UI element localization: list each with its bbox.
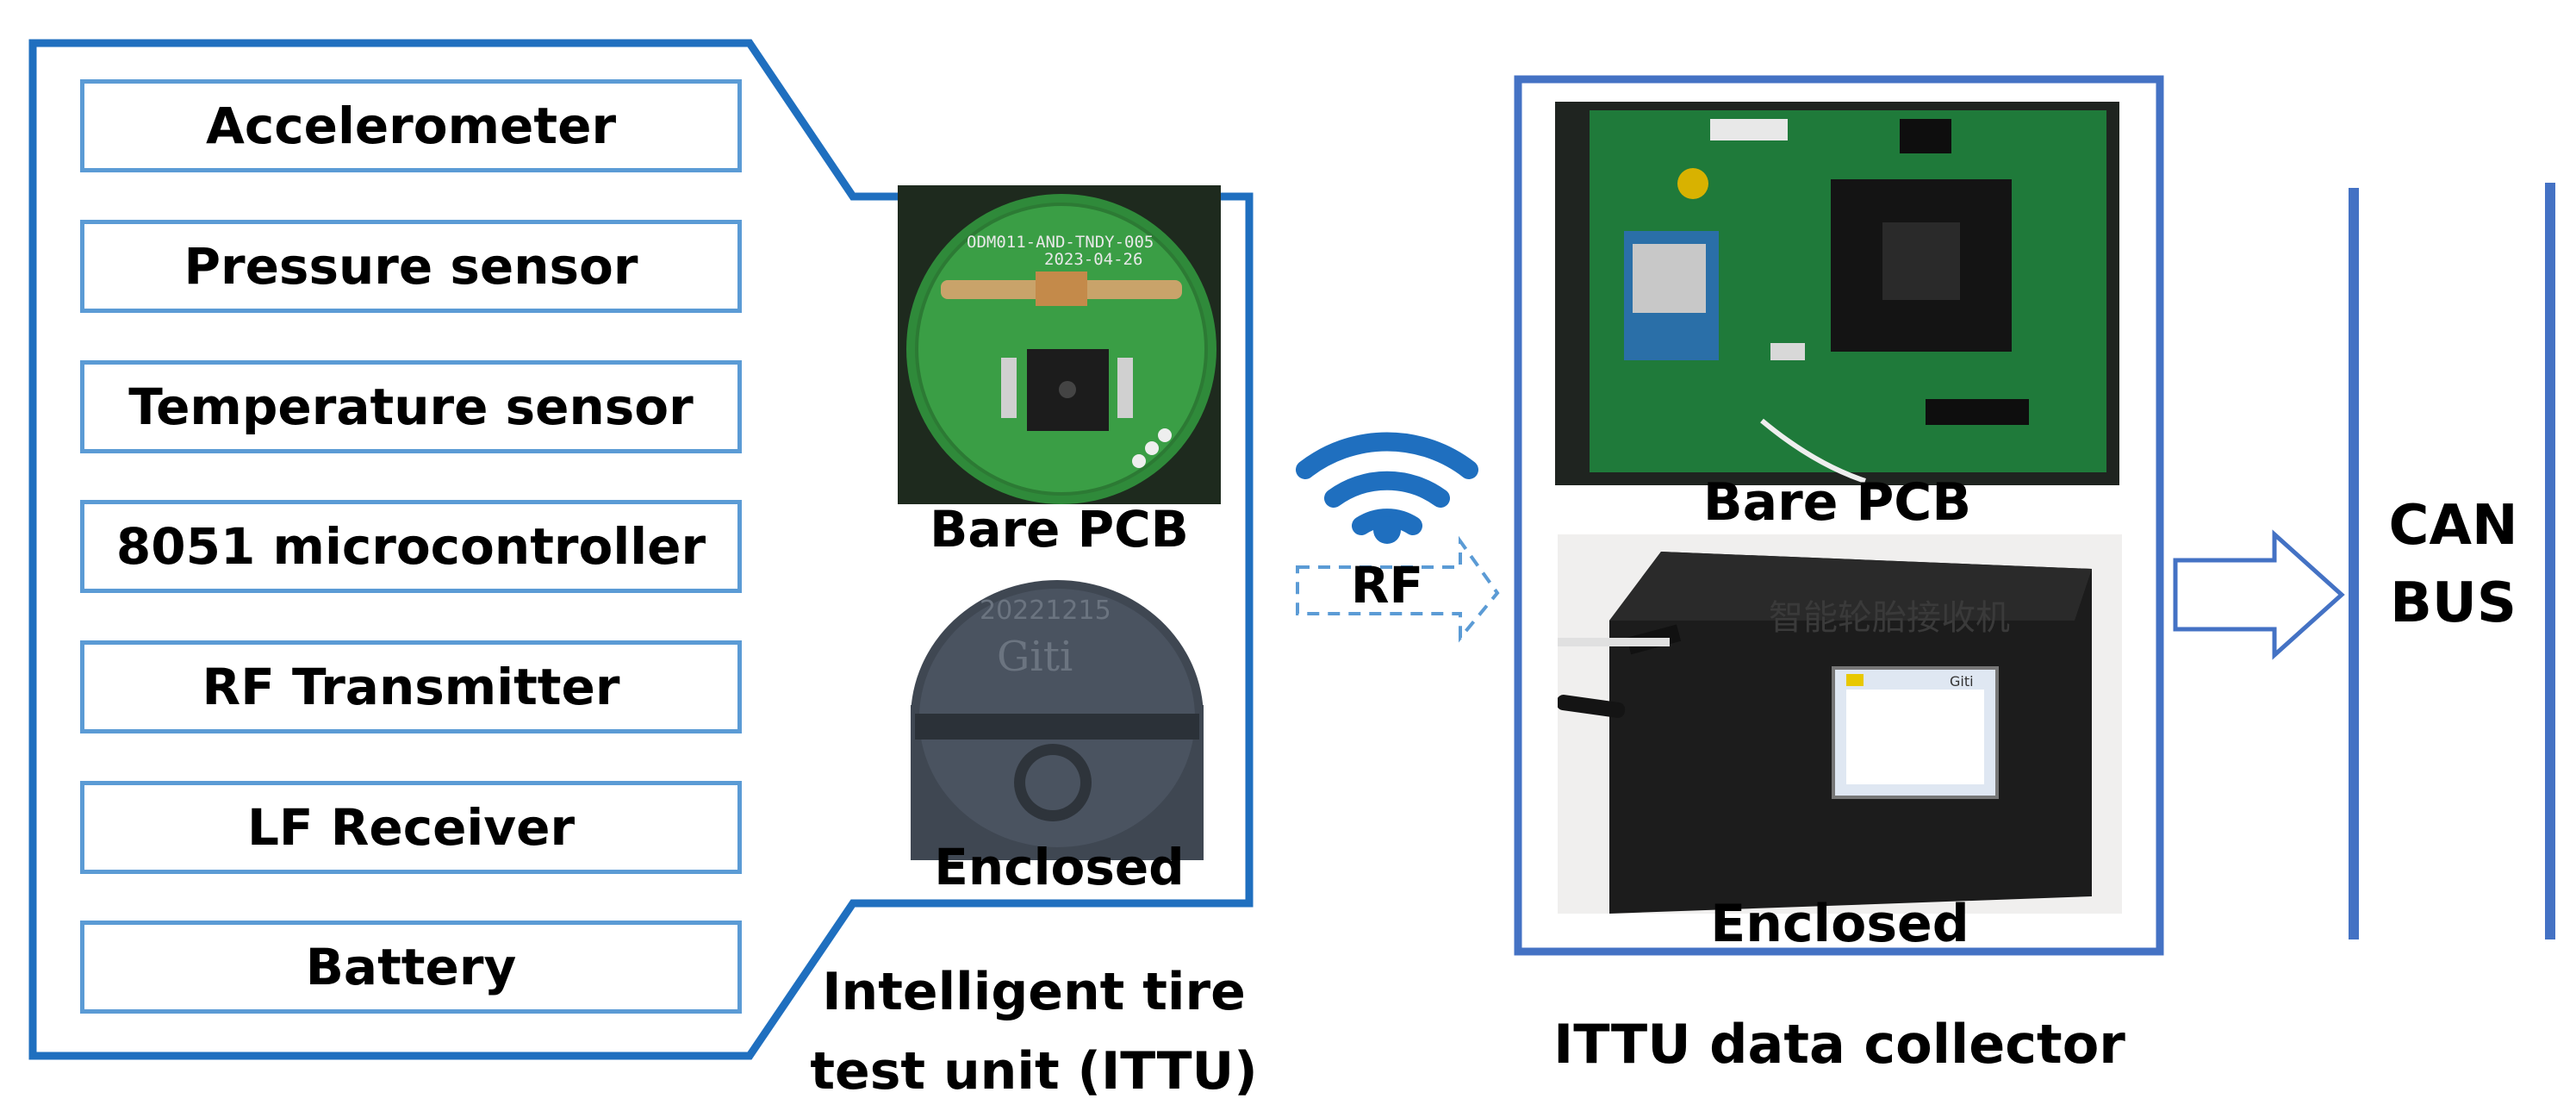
svg-text:智能轮胎接收机: 智能轮胎接收机 <box>1769 598 2010 638</box>
svg-text:ODM011-AND-TNDY-005: ODM011-AND-TNDY-005 <box>967 233 1154 252</box>
component-pressure-sensor: Pressure sensor <box>80 220 742 313</box>
collector-enclosed-photo: Giti 智能轮胎接收机 <box>1558 534 2122 914</box>
rf-arrow-icon <box>1296 535 1500 643</box>
can-bus-label-line1: CAN <box>2388 494 2518 558</box>
rf-label: RF <box>1350 556 1424 615</box>
component-temperature-sensor: Temperature sensor <box>80 360 742 453</box>
can-bus-label-line2: BUS <box>2390 571 2517 635</box>
component-lf-receiver: LF Receiver <box>80 781 742 874</box>
collector-caption: ITTU data collector <box>1553 1013 2125 1076</box>
ittu-bare-pcb-label: Bare PCB <box>930 500 1189 559</box>
wifi-icon <box>1296 432 1478 535</box>
ittu-caption-line2: test unit (ITTU) <box>810 1041 1258 1102</box>
ittu-enclosed-photo: 20221215 Giti <box>898 576 1221 860</box>
component-accelerometer: Accelerometer <box>80 79 742 172</box>
collector-bare-pcb-photo <box>1555 102 2119 485</box>
svg-text:20221215: 20221215 <box>980 596 1111 626</box>
can-bus-label: CAN BUS <box>2365 487 2542 642</box>
ittu-bare-pcb-photo: ODM011-AND-TNDY-005 2023-04-26 <box>898 185 1221 504</box>
svg-text:Giti: Giti <box>997 633 1073 681</box>
ittu-enclosed-label: Enclosed <box>934 838 1185 896</box>
component-battery: Battery <box>80 921 742 1014</box>
output-arrow-icon <box>2173 529 2345 660</box>
svg-text:2023-04-26: 2023-04-26 <box>1044 250 1142 269</box>
ittu-caption: Intelligent tire test unit (ITTU) <box>801 952 1266 1111</box>
svg-text:Giti: Giti <box>1950 673 1974 690</box>
wifi-dot <box>1373 516 1401 544</box>
collector-bare-pcb-label: Bare PCB <box>1702 472 1972 533</box>
ittu-caption-line1: Intelligent tire <box>822 962 1246 1022</box>
component-rf-transmitter: RF Transmitter <box>80 640 742 733</box>
collector-frame <box>1514 75 2164 956</box>
component-microcontroller: 8051 microcontroller <box>80 500 742 593</box>
collector-enclosed-label: Enclosed <box>1710 894 1969 954</box>
